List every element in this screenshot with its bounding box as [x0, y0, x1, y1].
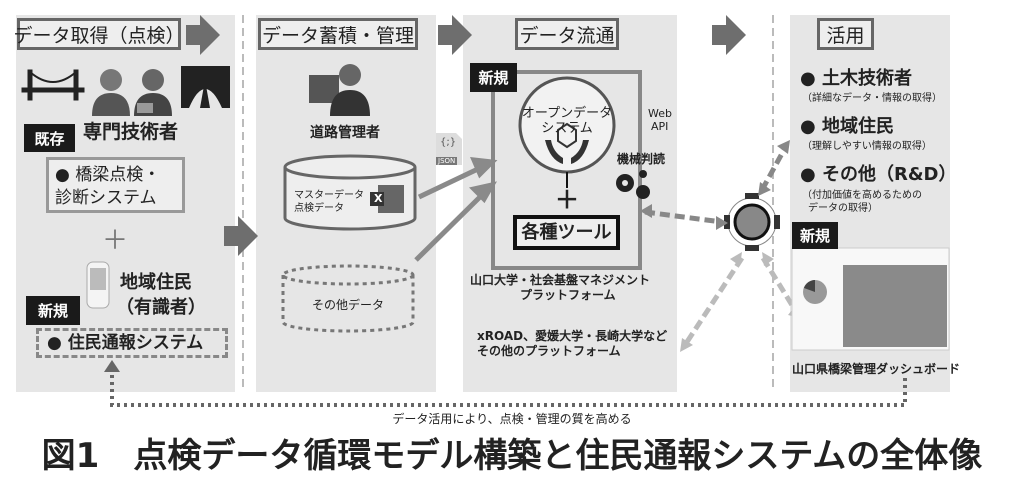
excel-badge: X [374, 192, 383, 205]
existing-tag: 既存 [24, 124, 75, 152]
other-platforms-1: xROAD、愛媛大学・長崎大学など [477, 329, 668, 343]
stage-title-distribute: データ流通 [515, 18, 619, 50]
stage-title-store: データ蓄積・管理 [258, 18, 418, 50]
tools-box: 各種ツール [513, 215, 620, 250]
dashboard-screenshot [791, 247, 950, 351]
new-tag-open-data: 新規 [470, 63, 517, 92]
other-platforms-2: その他のプラットフォーム [477, 344, 621, 358]
use-item-engineers: ● 土木技術者 [800, 68, 912, 89]
platform-label-2: プラットフォーム [520, 288, 616, 302]
engineer-icon [92, 69, 130, 116]
api-label: API [651, 120, 669, 133]
phone-icon [86, 261, 110, 309]
use-item-other: ● その他（R&D） [800, 164, 957, 185]
inspection-data-label: 点検データ [294, 203, 344, 214]
manager-icon [309, 64, 370, 116]
use-item-engineers-sub: （詳細なデータ・情報の取得） [802, 93, 942, 104]
json-badge: JSON [436, 157, 458, 165]
tunnel-icon [181, 66, 230, 108]
json-glyph: {;} [440, 137, 457, 148]
loop-caption: データ活用により、点検・管理の質を高める [392, 412, 632, 426]
existing-system-box: ● 橋梁点検・診断システム [46, 157, 185, 213]
new-tag-dashboard: 新規 [792, 222, 838, 249]
manager-label: 道路管理者 [310, 125, 380, 141]
open-data-label-1: オープンデータ [521, 106, 613, 121]
residents-label: 地域住民 [120, 272, 192, 293]
report-system-box: ● 住民通報システム [36, 328, 228, 358]
use-item-residents-sub: （理解しやすい情報の取得） [802, 141, 932, 152]
plus-sign: ＋ [102, 226, 129, 256]
flow-arrows [186, 15, 746, 256]
platform-label-1: 山口大学・社会基盤マネジメント [470, 273, 651, 287]
hands-icon [545, 122, 589, 164]
experts-label: 専門技術者 [83, 121, 179, 143]
gears-icon [616, 170, 650, 199]
feedback-loop [110, 372, 907, 407]
bridge-icon [21, 69, 85, 101]
use-item-other-sub: （付加価値を高めるための [802, 190, 922, 201]
machine-readable-label: 機械判読 [617, 152, 666, 166]
web-label: Web [648, 107, 672, 120]
use-item-other-sub2: データの取得） [808, 203, 878, 214]
excel-icon [370, 185, 404, 213]
use-item-residents: ● 地域住民 [800, 116, 894, 137]
master-data-label: マスターデータ [294, 190, 364, 201]
new-tag-report: 新規 [26, 296, 80, 325]
stage-title-use: 活用 [817, 18, 874, 50]
other-data-label: その他データ [312, 298, 385, 312]
platform-box [491, 70, 642, 270]
globe-hub-icon [724, 193, 780, 251]
open-data-label-2: システム [541, 121, 593, 136]
stage-title-acquire: データ取得（点検） [14, 18, 185, 50]
other-data-cylinder [281, 264, 415, 333]
plus-sign-tools: ＋ [555, 186, 579, 214]
photographer-icon [134, 69, 172, 116]
dashboard-caption: 山口県橋梁管理ダッシュボード [792, 362, 961, 376]
master-database [283, 154, 417, 231]
figure-title: 図1 点検データ循環モデル構築と住民通報システムの全体像 [41, 436, 983, 476]
residents-sub: （有識者） [116, 297, 206, 318]
